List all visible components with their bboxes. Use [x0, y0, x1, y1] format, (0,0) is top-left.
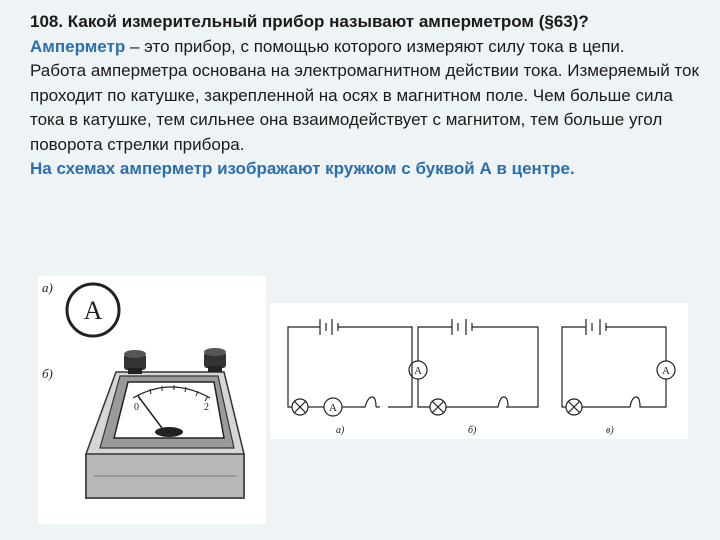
circuit-diagrams: A A A а) б) в) — [270, 303, 688, 439]
circuit-a — [287, 319, 413, 408]
ammeter-symbol-letter: A — [84, 296, 103, 325]
circuit-b — [417, 319, 539, 408]
terminal-right — [204, 348, 226, 372]
circuit-c-ammeter — [656, 360, 676, 380]
ammeter-illustration-svg: а) A б) 0 2 — [42, 280, 245, 499]
definition-text: – это прибор, с помощью которого измеряю… — [125, 36, 625, 56]
dial-needle — [137, 395, 163, 429]
circuit-a-lamp — [291, 398, 309, 416]
label-a: а) — [42, 280, 53, 295]
circuit-a-ammeter-letter: A — [329, 402, 337, 414]
ammeter-illustration: а) A б) 0 2 — [38, 276, 266, 524]
circuit-c-bell — [624, 396, 644, 408]
ammeter-symbol-circle — [65, 282, 121, 338]
circuit-b-ammeter-letter: A — [414, 365, 422, 377]
circuit-b-ammeter — [408, 360, 428, 380]
slide-text: 108. Какой измерительный прибор называют… — [30, 10, 700, 182]
circuit-b-bell — [492, 396, 509, 408]
dial-scale-arc — [132, 386, 211, 399]
needle-pivot — [155, 427, 183, 437]
circuit-b-lamp — [429, 398, 447, 416]
definition-term: Амперметр — [30, 36, 126, 56]
circuit-diagrams-svg: A A A а) б) в) — [287, 319, 676, 436]
circuit-c-ammeter-letter: A — [662, 365, 670, 377]
circuit-c-lamp — [565, 398, 583, 416]
explanation-paragraph: Работа амперметра основана на электромаг… — [30, 61, 699, 154]
ammeter-device: 0 2 — [85, 348, 245, 499]
definition: Амперметр – это прибор, с помощью которо… — [30, 35, 700, 60]
circuit-a-ammeter — [323, 397, 343, 417]
dial-scale-max: 2 — [204, 402, 209, 413]
question-heading: 108. Какой измерительный прибор называют… — [30, 12, 589, 31]
label-b: б) — [42, 366, 53, 381]
highlight-statement: На схемах амперметр изображают кружком с… — [30, 159, 575, 178]
circuit-c — [561, 319, 667, 408]
terminal-left — [124, 350, 146, 374]
circuit-c-label: в) — [606, 425, 614, 436]
circuit-a-bell — [358, 396, 377, 408]
circuit-b-label: б) — [468, 425, 477, 436]
circuit-a-label: а) — [336, 425, 345, 436]
dial-scale-min: 0 — [134, 402, 139, 413]
